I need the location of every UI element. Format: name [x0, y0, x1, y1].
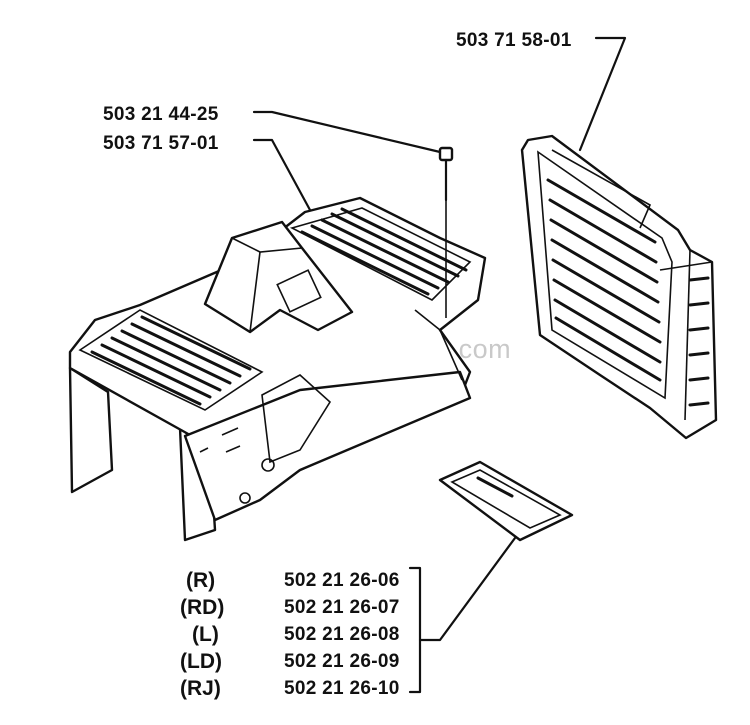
leader-lines	[252, 36, 627, 694]
variant-code: (RD)	[180, 596, 224, 619]
intake-grille-slats	[546, 178, 710, 407]
decal-part	[438, 460, 574, 542]
variant-part-number: 502 21 26-08	[284, 624, 400, 645]
variant-code: (RJ)	[180, 677, 221, 700]
callout-grille-part-number: 503 71 58-01	[456, 30, 572, 51]
callout-cover-part-number: 503 71 57-01	[103, 133, 219, 154]
variant-part-number: 502 21 26-07	[284, 597, 400, 618]
variant-code: (L)	[192, 623, 219, 646]
cylinder-cover-part	[68, 196, 487, 542]
decal-variant-table: (R) 502 21 26-06 (RD) 502 21 26-07 (L) 5…	[180, 569, 400, 700]
variant-code: (R)	[186, 569, 215, 592]
variant-part-number: 502 21 26-10	[284, 678, 400, 699]
screw-part	[438, 146, 454, 318]
variant-part-number: 502 21 26-06	[284, 570, 400, 591]
variant-part-number: 502 21 26-09	[284, 651, 400, 672]
variant-code: (LD)	[180, 650, 222, 673]
callout-screw-part-number: 503 21 44-25	[103, 104, 219, 125]
cover-left-grille	[90, 315, 252, 406]
